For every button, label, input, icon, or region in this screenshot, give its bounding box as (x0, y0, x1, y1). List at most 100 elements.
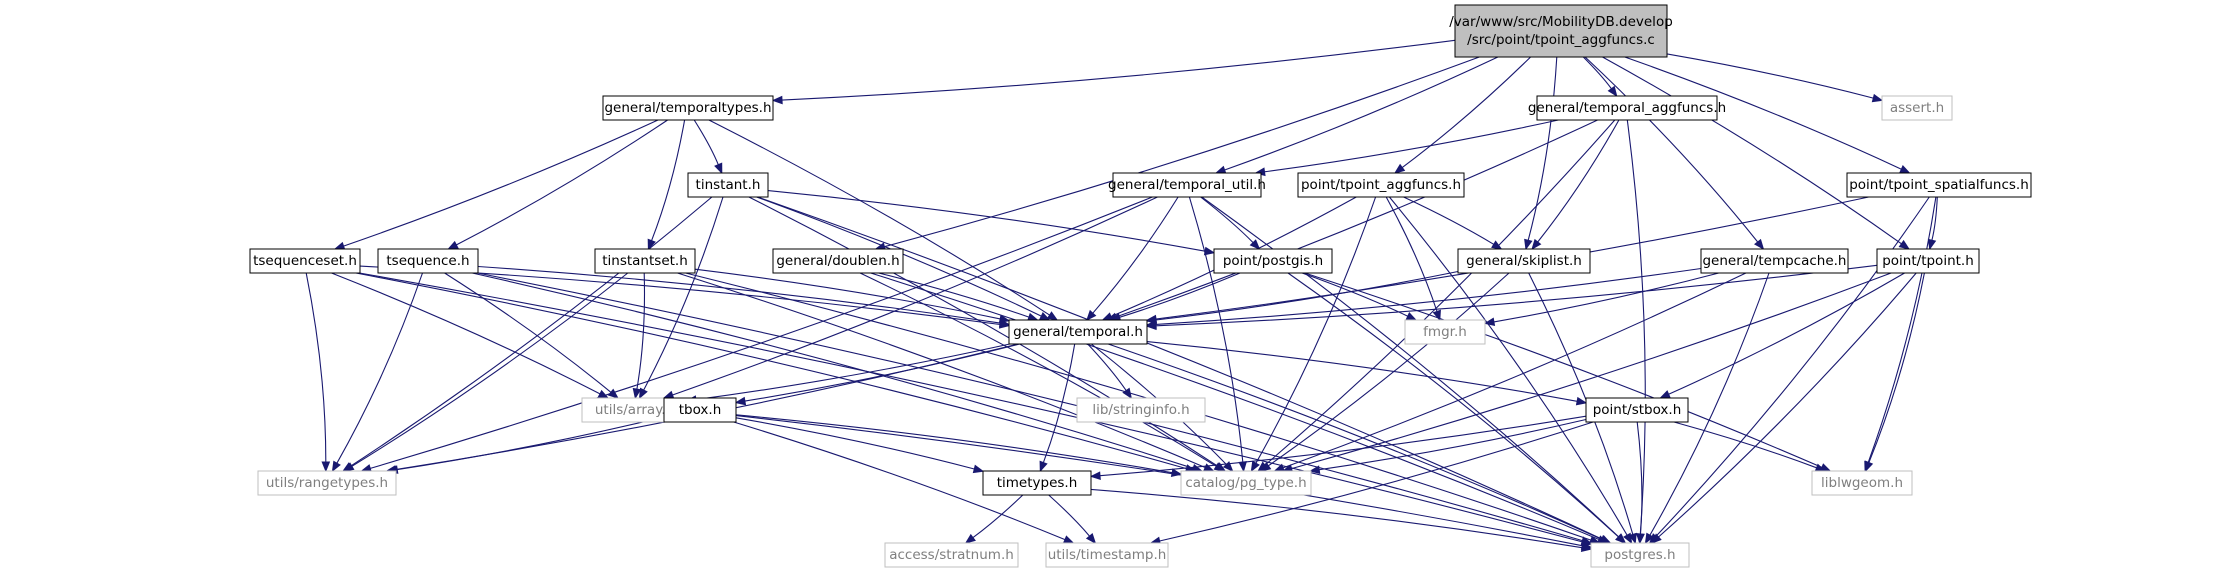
edge-stbox-to-pg_type (1308, 418, 1587, 474)
nodes-layer: /var/www/src/MobilityDB.develop/src/poin… (249, 4, 2032, 568)
node-box (249, 248, 361, 274)
edge-temporal_util-to-postgis (1200, 196, 1261, 250)
edge-tpoint-to-stbox (1659, 272, 1905, 399)
node-postgres: postgres.h (1590, 542, 1690, 568)
edge-tinstant-to-postgis (767, 190, 1216, 256)
node-label: utils/array.h (595, 402, 674, 418)
node-box (1180, 470, 1312, 496)
node-doublen[interactable]: general/doublen.h (772, 248, 904, 274)
node-label: general/doublen.h (776, 253, 899, 269)
edge-tpoint_aggfuncs_h-to-skiplist (1403, 196, 1503, 250)
node-stbox[interactable]: point/stbox.h (1585, 397, 1689, 423)
edge-tinstant-to-pg_type (748, 196, 1227, 472)
node-box (257, 470, 397, 496)
node-label: tbox.h (679, 402, 722, 418)
node-box (1881, 95, 1953, 121)
node-tbox[interactable]: tbox.h (663, 397, 737, 423)
node-box (982, 470, 1092, 496)
node-rangetypes: utils/rangetypes.h (257, 470, 397, 496)
edge-tbox-to-timetypes (735, 417, 985, 474)
edge-tinstantset-to-temporal (694, 268, 1011, 324)
node-label: point/stbox.h (1593, 402, 1682, 418)
edge-temporaltypes-to-tsequenceset (333, 119, 659, 251)
node-label: fmgr.h (1423, 324, 1467, 340)
node-tempcache[interactable]: general/tempcache.h (1700, 248, 1849, 274)
edge-doublen-to-temporal (878, 272, 1039, 322)
node-label: utils/rangetypes.h (266, 475, 388, 491)
node-box (884, 542, 1019, 568)
edge-tsequenceset-to-rangetypes (305, 272, 331, 473)
node-temporal[interactable]: general/temporal.h (1008, 319, 1148, 345)
edge-temporaltypes-to-tsequence (447, 119, 668, 250)
edge-tpoint_aggfuncs_h-to-pg_type (1250, 196, 1377, 473)
node-box (1811, 470, 1913, 496)
edge-temporal_aggfuncs-to-postgres (1626, 119, 1646, 545)
node-label: tsequence.h (386, 253, 469, 269)
node-skiplist[interactable]: general/skiplist.h (1457, 248, 1591, 274)
edge-tpoint-to-liblwgeom (1865, 272, 1925, 473)
node-tsequence[interactable]: tsequence.h (377, 248, 479, 274)
node-label: general/temporal_aggfuncs.h (1528, 100, 1726, 116)
edge-stbox-to-postgres (1636, 421, 1645, 545)
edge-temporal-to-timetypes (1039, 343, 1076, 473)
node-tpoint_spatialfuncs[interactable]: point/tpoint_spatialfuncs.h (1846, 172, 2032, 198)
edge-tsequence-to-array (444, 272, 619, 399)
node-postgis[interactable]: point/postgis.h (1213, 248, 1333, 274)
node-box (1590, 542, 1690, 568)
edge-tinstant-to-rangetypes (341, 196, 713, 472)
node-label: assert.h (1890, 100, 1944, 116)
edge-tsequence-to-rangetypes (331, 272, 424, 473)
node-box (1700, 248, 1849, 274)
edge-root-to-tempcache (1584, 56, 1765, 251)
node-liblwgeom: liblwgeom.h (1811, 470, 1913, 496)
edge-tinstantset-to-array (632, 272, 646, 400)
node-tsequenceset[interactable]: tsequenceset.h (249, 248, 361, 274)
edge-doublen-to-pg_type (859, 272, 1226, 472)
node-box (594, 248, 696, 274)
edge-tpoint-to-postgres (1650, 272, 1917, 544)
edge-root-to-temporal_util (1214, 56, 1499, 174)
node-box (602, 95, 774, 121)
node-box (1008, 319, 1148, 345)
edge-postgis-to-temporal (1109, 272, 1241, 322)
node-label: general/temporaltypes.h (604, 100, 771, 116)
node-box (687, 172, 769, 198)
node-fmgr: fmgr.h (1404, 319, 1486, 345)
node-tpoint[interactable]: point/tpoint.h (1876, 248, 1980, 274)
edge-root-to-temporal_aggfuncs (1582, 56, 1618, 98)
node-label: access/stratnum.h (889, 547, 1014, 563)
edge-temporal_util-to-pg_type (1188, 196, 1247, 473)
node-label: tinstant.h (696, 177, 761, 193)
edge-tbox-to-rangetypes (386, 416, 665, 474)
node-root[interactable]: /var/www/src/MobilityDB.develop/src/poin… (1449, 4, 1673, 58)
node-timetypes[interactable]: timetypes.h (982, 470, 1092, 496)
node-label: point/tpoint_aggfuncs.h (1301, 177, 1461, 193)
node-tinstant[interactable]: tinstant.h (687, 172, 769, 198)
edge-tinstantset-to-rangetypes (343, 272, 629, 472)
edge-temporal-to-stbox (1146, 341, 1588, 406)
edge-tpoint-to-temporal (1145, 264, 1878, 331)
node-label: catalog/pg_type.h (1185, 475, 1306, 491)
node-label: general/skiplist.h (1466, 253, 1582, 269)
node-tpoint_aggfuncs_h[interactable]: point/tpoint_aggfuncs.h (1297, 172, 1465, 198)
node-temporaltypes[interactable]: general/temporaltypes.h (602, 95, 774, 121)
node-box (1454, 4, 1668, 58)
node-box (1876, 248, 1980, 274)
edge-timetypes-to-timestamp (1048, 494, 1097, 545)
node-label: point/tpoint_spatialfuncs.h (1849, 177, 2029, 193)
node-temporal_util[interactable]: general/temporal_util.h (1108, 172, 1266, 198)
node-label: /var/www/src/MobilityDB.develop (1449, 14, 1673, 30)
edge-root-to-tpoint_aggfuncs_h (1393, 56, 1531, 174)
node-label: general/temporal_util.h (1108, 177, 1266, 193)
edge-root-to-temporaltypes (771, 39, 1456, 105)
edge-temporal_aggfuncs-to-temporal (1106, 119, 1598, 321)
edge-temporaltypes-to-tinstant (693, 119, 723, 175)
edge-temporal_util-to-rangetypes (360, 196, 1153, 473)
node-label: general/tempcache.h (1702, 253, 1846, 269)
node-tinstantset[interactable]: tinstantset.h (594, 248, 696, 274)
node-box (1112, 172, 1262, 198)
node-label: general/temporal.h (1013, 324, 1143, 340)
node-label: postgres.h (1604, 547, 1675, 563)
node-temporal_aggfuncs[interactable]: general/temporal_aggfuncs.h (1528, 95, 1726, 121)
node-box (1404, 319, 1486, 345)
